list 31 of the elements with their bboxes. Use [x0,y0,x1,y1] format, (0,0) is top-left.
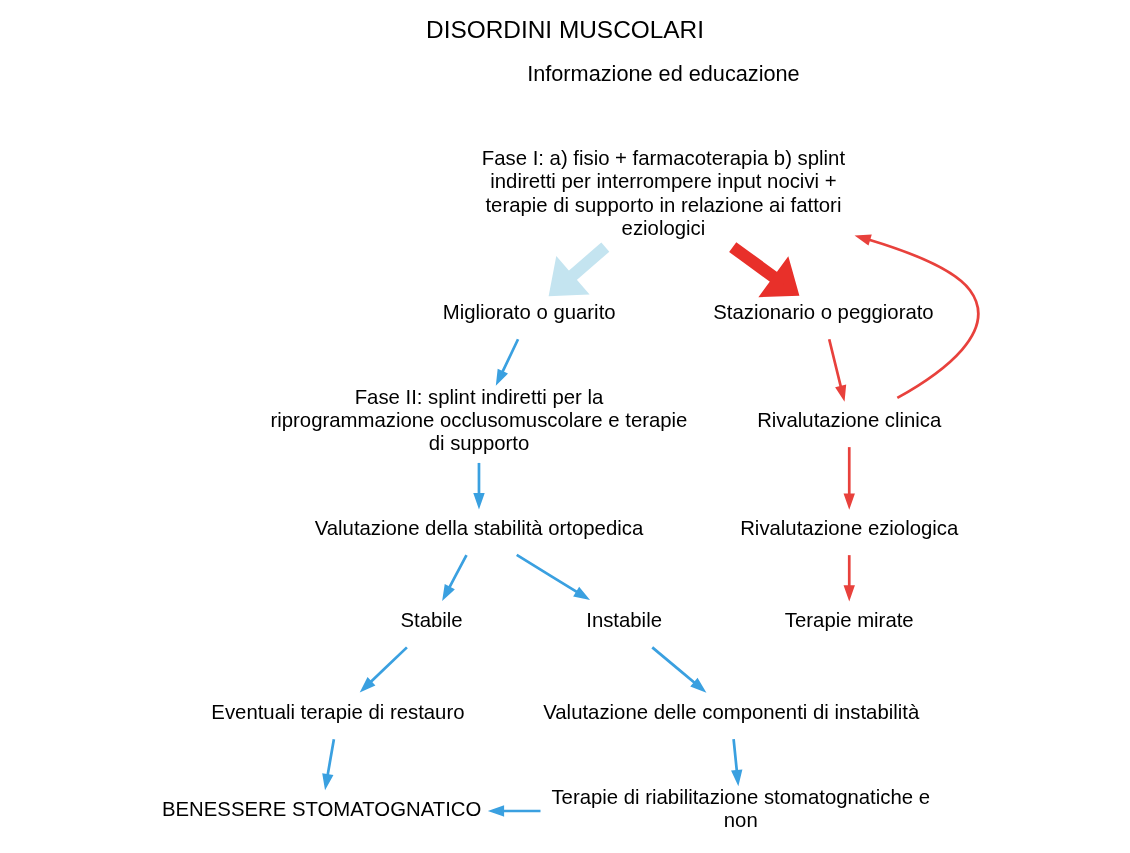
arrow [729,242,800,298]
arrow [651,646,707,693]
arrow [359,646,408,693]
node-text: Terapie di riabilitazione stomatognatiche e non [551,786,931,832]
arrow [731,739,743,787]
arrow [843,555,855,602]
node-text: BENESSERE STOMATOGNATICO [161,797,482,820]
node-text: Stazionario o peggiorato [713,301,934,324]
arrow [322,738,336,791]
node-text: Eventuali terapie di restauro [211,701,465,724]
arrow [442,554,468,602]
arrow [854,234,980,399]
node-text: Valutazione delle componenti di instabilità [543,701,920,724]
arrow [473,462,485,510]
node-text: Valutazione della stabilità ortopedica [314,517,644,540]
node-text: Fase II: splint indiretti per la riprogrammazione occlusomuscolare e terapie di supporto [270,386,688,455]
node-text: Instabile [586,609,662,632]
arrow [843,447,855,510]
arrow [548,242,610,297]
node-text: Stabile [400,609,463,632]
node-text: Migliorato o guarito [442,301,616,324]
node-text: Fase I: a) fisio + farmacoterapia b) splint indiretti per interrompere input nocivi + terapie di supporto in relazione ai fattori eziologici [481,147,846,239]
node-text: Rivalutazione eziologica [740,517,959,540]
diagram-title: DISORDINI MUSCOLARI [426,16,705,44]
node-text: Rivalutazione clinica [757,409,942,432]
node-text: Terapie mirate [784,609,914,632]
arrow [495,338,520,386]
label: Informazione ed educazione [527,61,800,87]
arrow [516,553,591,601]
arrow [827,338,847,402]
arrow [487,805,541,817]
